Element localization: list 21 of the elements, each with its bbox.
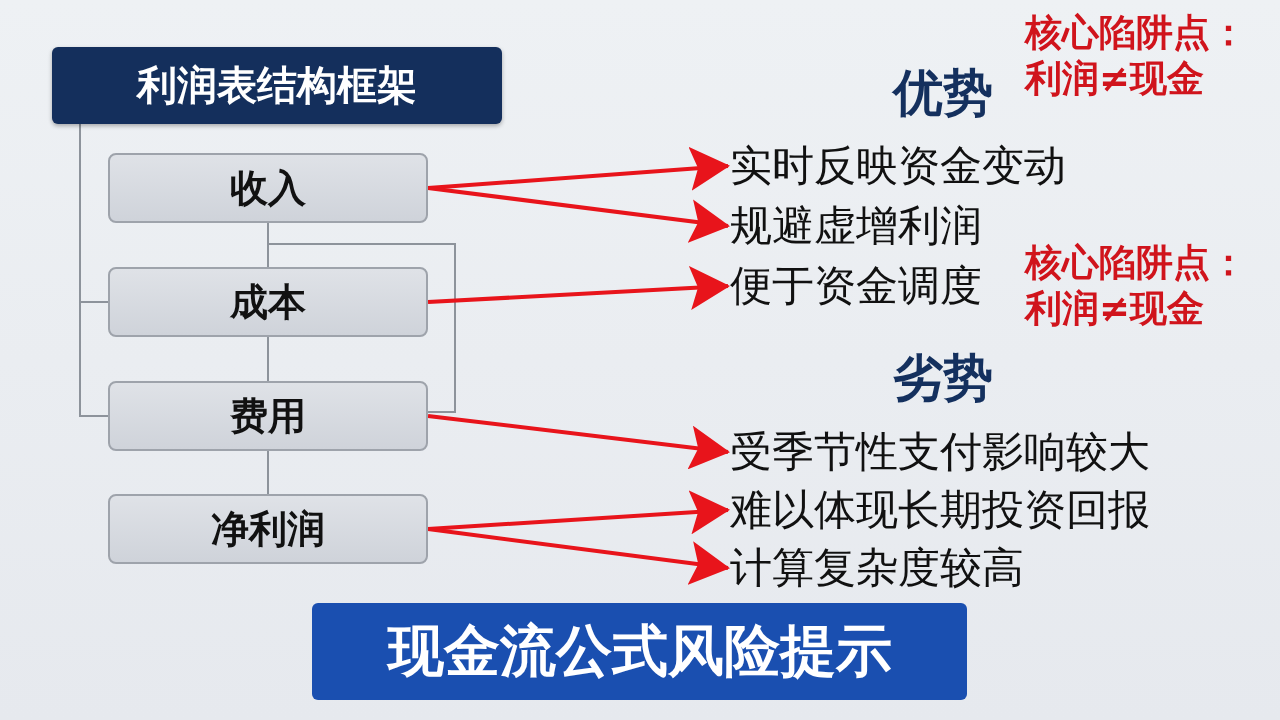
warning-note: 核心陷阱点：利润≠现金 — [1025, 10, 1248, 103]
title-box: 利润表结构框架 — [52, 47, 502, 124]
arrow — [427, 414, 730, 470]
connector-line — [267, 336, 269, 382]
section-heading: 优势 — [893, 63, 993, 124]
section-heading: 劣势 — [893, 348, 993, 409]
arrow — [427, 527, 730, 585]
arrow — [427, 266, 730, 310]
warning-banner: 现金流公式风险提示 — [312, 603, 967, 700]
category-box: 收入 — [108, 153, 428, 223]
category-box: 费用 — [108, 381, 428, 451]
warning-note: 核心陷阱点：利润≠现金 — [1025, 240, 1248, 333]
connector-line — [267, 450, 269, 495]
category-box: 成本 — [108, 267, 428, 337]
connector-line — [79, 123, 109, 417]
list-item-text: 实时反映资金变动 — [730, 138, 1110, 194]
arrow — [427, 186, 730, 244]
list-item-text: 计算复杂度较高 — [730, 540, 1130, 596]
category-box: 净利润 — [108, 494, 428, 564]
list-item-text: 受季节性支付影响较大 — [730, 424, 1200, 480]
list-item-text: 难以体现长期投资回报 — [730, 482, 1200, 538]
